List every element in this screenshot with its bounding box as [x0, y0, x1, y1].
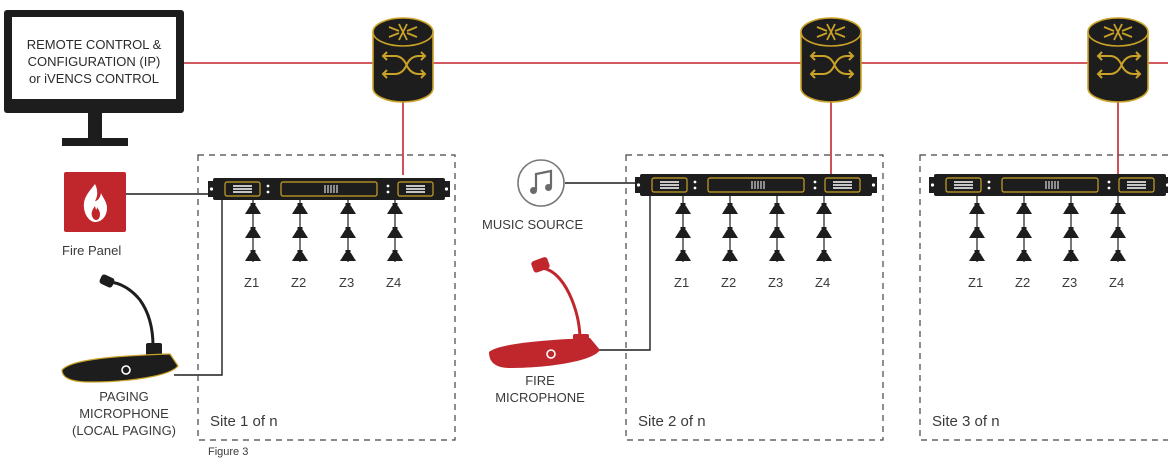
fire-microphone-label-line-2: MICROPHONE: [495, 390, 585, 405]
speaker-icon: [722, 250, 738, 261]
speaker-icon: [387, 250, 403, 261]
speaker-icon: [722, 227, 738, 238]
speaker-icon: [769, 227, 785, 238]
amplifier-site-3: [928, 173, 1168, 197]
site-3-zone-label: Z1: [968, 275, 984, 290]
speaker-icon: [245, 227, 261, 238]
speaker-icons: [245, 203, 1126, 261]
site-3-zone-label: Z3: [1062, 275, 1078, 290]
speaker-icon: [1063, 203, 1079, 214]
site-1-label: Site 1 of n: [210, 413, 278, 430]
site-2-label: Site 2 of n: [638, 413, 706, 430]
speaker-icon: [969, 250, 985, 261]
monitor-label: REMOTE CONTROL & CONFIGURATION (IP) or i…: [20, 36, 168, 87]
network-switch-icon-3: [1087, 17, 1149, 103]
speaker-icon: [675, 250, 691, 261]
fire-panel-label: Fire Panel: [62, 243, 122, 258]
music-source-label: MUSIC SOURCE: [482, 217, 584, 232]
speaker-icon: [245, 203, 261, 214]
speaker-icon: [769, 250, 785, 261]
speaker-icon: [816, 227, 832, 238]
speaker-icon: [292, 227, 308, 238]
site-1-zone-label: Z1: [244, 275, 260, 290]
paging-microphone-label-line-1: PAGING: [99, 389, 149, 404]
speaker-icon: [1016, 203, 1032, 214]
speaker-icon: [245, 250, 261, 261]
paging-microphone-icon: [61, 274, 179, 383]
fire-mic-connection: [590, 195, 651, 351]
music-note-icon: [517, 159, 565, 207]
speaker-icon: [1016, 227, 1032, 238]
site-3-zone-label: Z4: [1109, 275, 1125, 290]
speaker-icon: [1110, 250, 1126, 261]
site-2-box: [625, 154, 884, 441]
figure-caption: Figure 3: [208, 446, 249, 458]
speaker-icon: [816, 203, 832, 214]
speaker-icon: [1016, 250, 1032, 261]
speaker-icon: [1063, 227, 1079, 238]
paging-microphone-label-line-2: MICROPHONE: [79, 406, 169, 421]
speaker-icon: [340, 227, 356, 238]
paging-microphone-label: PAGING MICROPHONE (LOCAL PAGING): [44, 388, 204, 439]
speaker-icon: [387, 203, 403, 214]
speaker-icon: [1110, 227, 1126, 238]
speaker-icon: [340, 203, 356, 214]
zone-speakers-site-3: [976, 196, 1119, 262]
network-switch-icon-1: [372, 17, 434, 103]
speaker-icon: [1110, 203, 1126, 214]
speaker-icon: [387, 227, 403, 238]
monitor-icon: [4, 10, 184, 146]
paging-mic-connection: [174, 195, 223, 376]
zone-speakers-site-1: [252, 200, 396, 262]
fire-microphone-icon: [489, 257, 600, 368]
site-2-zone-label: Z4: [815, 275, 831, 290]
paging-microphone-label-line-3: (LOCAL PAGING): [71, 423, 177, 438]
amplifier-site-2: [634, 173, 878, 197]
speaker-icon: [292, 203, 308, 214]
monitor-label-line-1: REMOTE CONTROL &: [26, 37, 162, 52]
speaker-icon: [1063, 250, 1079, 261]
speaker-icon: [969, 227, 985, 238]
speaker-icon: [969, 203, 985, 214]
site-1-box: [197, 154, 456, 441]
site-2-zone-label: Z3: [768, 275, 784, 290]
monitor-label-line-3: or iVENCS CONTROL: [28, 71, 160, 86]
site-2-zone-label: Z1: [674, 275, 690, 290]
speaker-icon: [722, 203, 738, 214]
speaker-icon: [675, 227, 691, 238]
site-1-zone-label: Z2: [291, 275, 307, 290]
site-1-zone-label: Z3: [339, 275, 355, 290]
zone-speakers-site-2: [682, 196, 825, 262]
site-3-zone-label: Z2: [1015, 275, 1031, 290]
network-switch-icon-2: [800, 17, 862, 103]
speaker-icon: [675, 203, 691, 214]
speaker-icon: [769, 203, 785, 214]
speaker-icon: [292, 250, 308, 261]
site-3-box: [919, 154, 1168, 441]
monitor-label-line-2: CONFIGURATION (IP): [27, 54, 161, 69]
fire-panel-icon: [64, 172, 126, 232]
amplifier-site-1: [207, 177, 451, 201]
fire-microphone-label: FIRE MICROPHONE: [470, 372, 610, 406]
fire-microphone-label-line-1: FIRE: [525, 373, 555, 388]
speaker-icon: [340, 250, 356, 261]
speaker-icon: [816, 250, 832, 261]
site-3-label: Site 3 of n: [932, 413, 1000, 430]
site-1-zone-label: Z4: [386, 275, 402, 290]
site-2-zone-label: Z2: [721, 275, 737, 290]
